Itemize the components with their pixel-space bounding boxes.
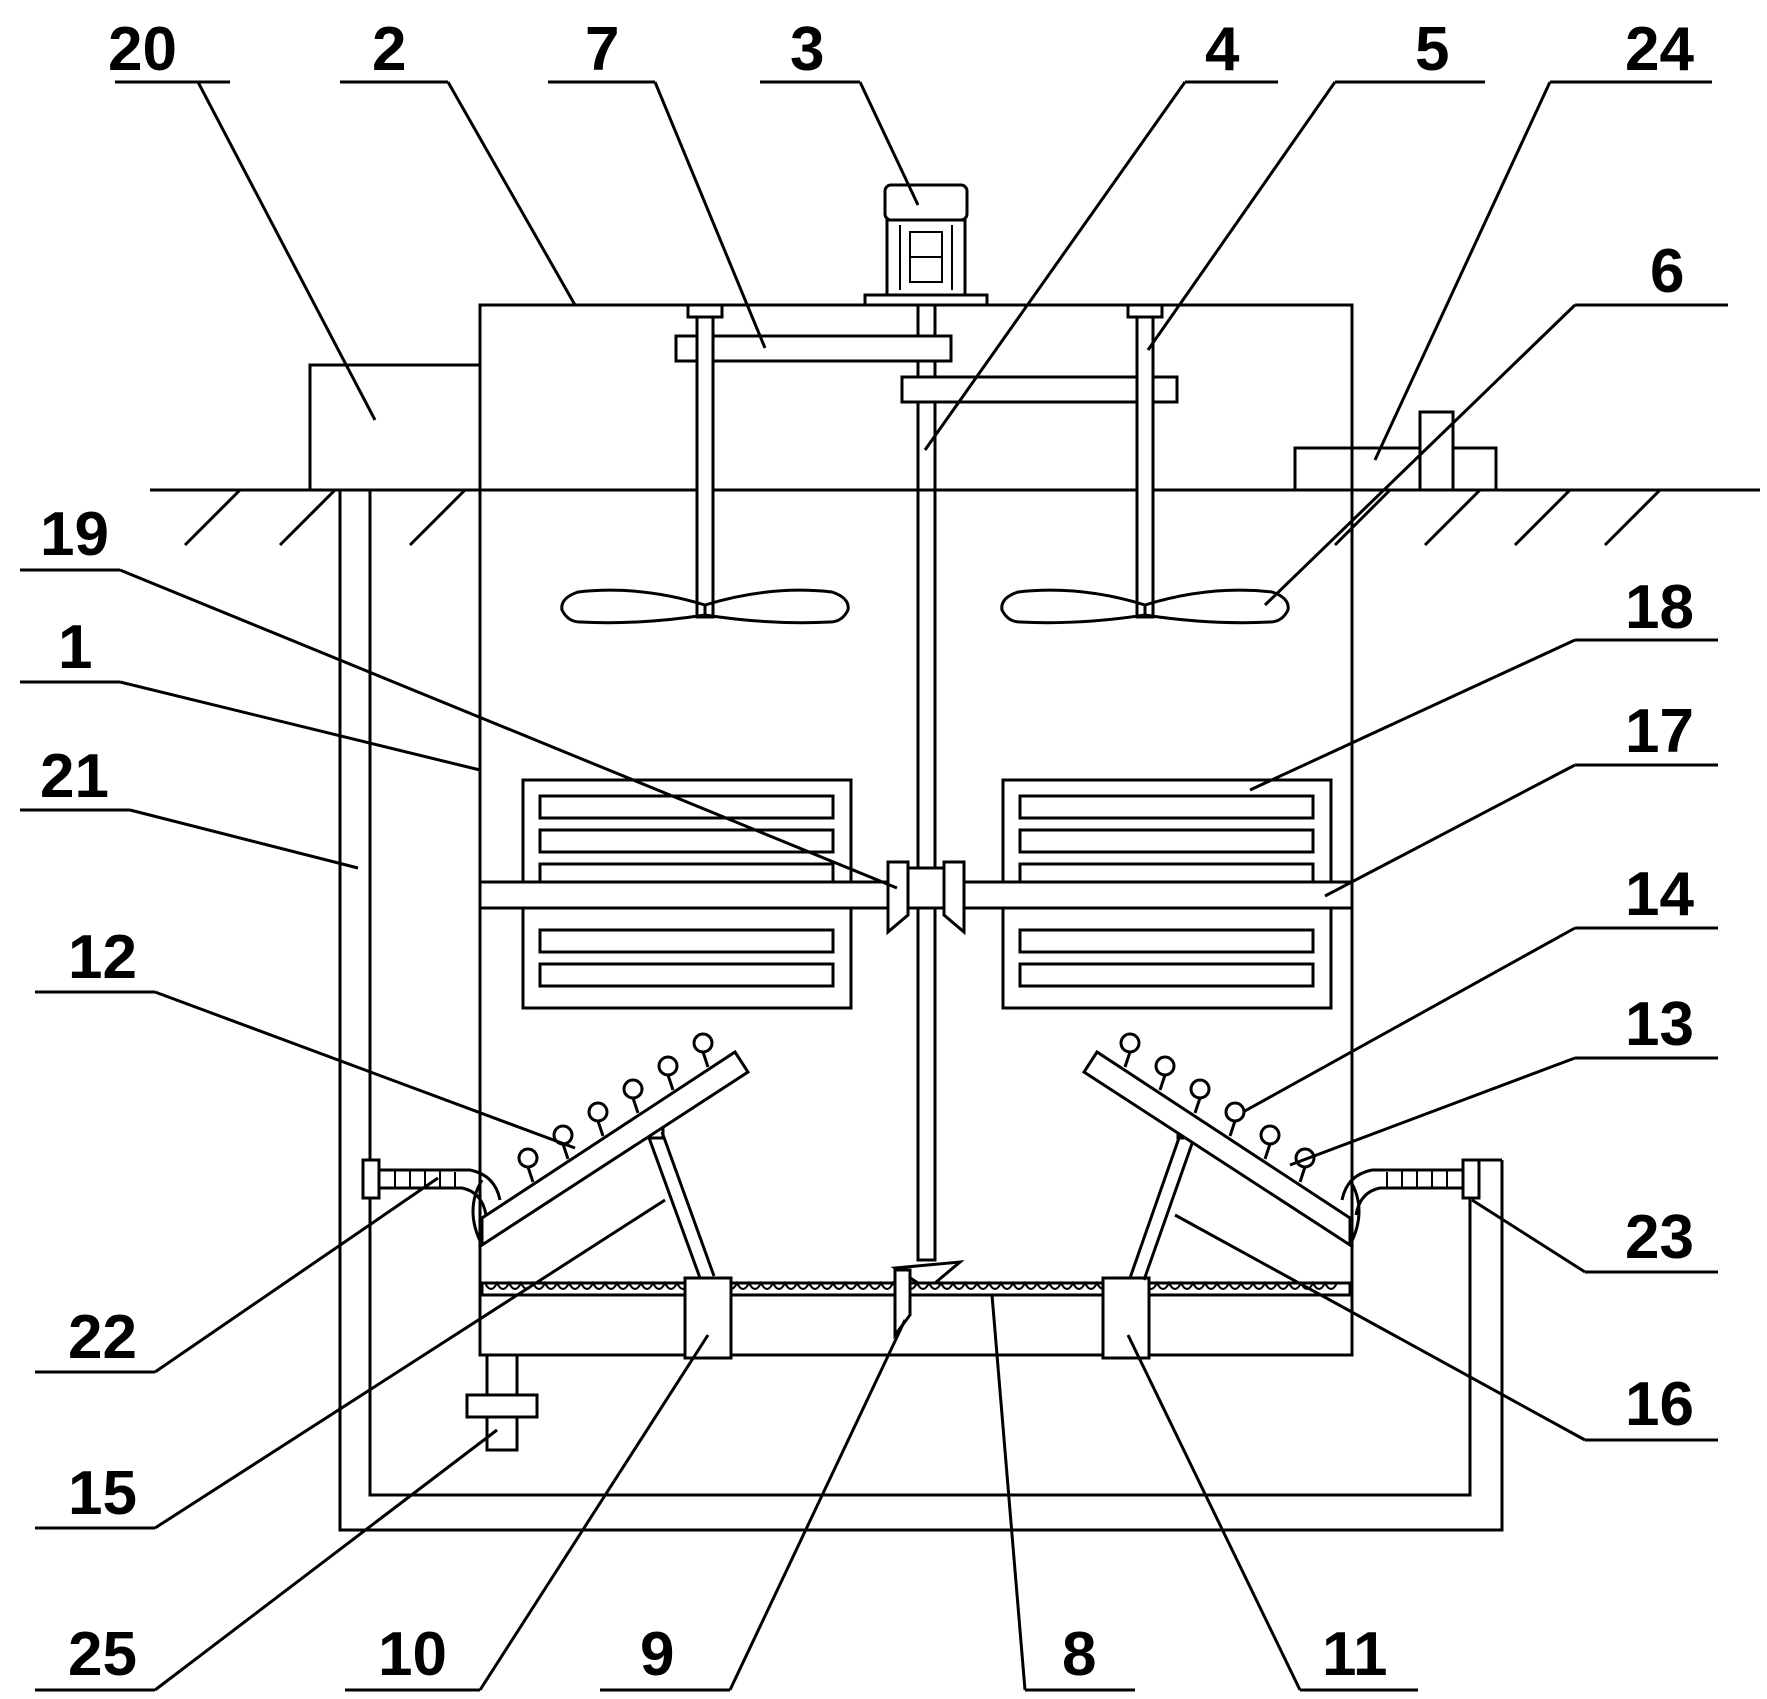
label-17: 17 bbox=[1625, 697, 1694, 766]
shaft-coupling bbox=[886, 860, 966, 936]
label-7: 7 bbox=[585, 15, 619, 84]
side-box-20 bbox=[308, 363, 482, 492]
label-5: 5 bbox=[1415, 15, 1449, 84]
label-8: 8 bbox=[1062, 1620, 1096, 1689]
left-nozzles bbox=[517, 1032, 714, 1183]
motor bbox=[863, 183, 989, 307]
return-pipe bbox=[338, 490, 1504, 1532]
bevel-gear bbox=[890, 1260, 965, 1340]
label-19: 19 bbox=[40, 500, 109, 569]
right-support-link bbox=[1128, 1126, 1196, 1281]
label-13: 13 bbox=[1625, 990, 1694, 1059]
label-16: 16 bbox=[1625, 1370, 1694, 1439]
leader-lines bbox=[20, 80, 1728, 1692]
screw-rod bbox=[480, 1280, 1352, 1297]
left-hose bbox=[361, 1158, 502, 1216]
label-24: 24 bbox=[1625, 15, 1694, 84]
right-spray-plate bbox=[1081, 1049, 1361, 1248]
lower-link-bar bbox=[900, 375, 1179, 404]
label-11: 11 bbox=[1322, 1620, 1388, 1689]
label-25: 25 bbox=[68, 1620, 137, 1689]
label-23: 23 bbox=[1625, 1203, 1694, 1272]
label-21: 21 bbox=[40, 742, 109, 811]
left-horizontal-rod bbox=[478, 880, 892, 910]
label-2: 2 bbox=[372, 15, 406, 84]
right-slider bbox=[1101, 1276, 1151, 1360]
label-14: 14 bbox=[1625, 860, 1694, 929]
ground bbox=[150, 488, 1760, 547]
outlet-valve bbox=[465, 1353, 539, 1452]
right-hose bbox=[1340, 1158, 1481, 1216]
upper-link-bar bbox=[674, 334, 953, 363]
label-4: 4 bbox=[1205, 15, 1240, 84]
label-6: 6 bbox=[1650, 237, 1684, 306]
label-20: 20 bbox=[108, 15, 177, 84]
left-spray-plate bbox=[471, 1049, 751, 1248]
side-box-24 bbox=[1293, 410, 1498, 492]
right-horizontal-rod bbox=[960, 880, 1354, 910]
right-auxiliary-shaft bbox=[1126, 303, 1164, 619]
right-nozzles bbox=[1119, 1032, 1316, 1183]
right-stirring-blade bbox=[1000, 588, 1290, 625]
label-9: 9 bbox=[640, 1620, 674, 1689]
label-1: 1 bbox=[58, 613, 92, 682]
label-3: 3 bbox=[790, 15, 824, 84]
part-labels: 20 2 7 3 4 5 24 6 18 17 14 13 23 16 19 1… bbox=[40, 15, 1694, 1689]
left-slider bbox=[683, 1276, 733, 1360]
label-22: 22 bbox=[68, 1303, 137, 1372]
label-10: 10 bbox=[378, 1620, 447, 1689]
left-stirring-blade bbox=[560, 588, 850, 625]
central-shaft bbox=[916, 303, 937, 1262]
label-18: 18 bbox=[1625, 573, 1694, 642]
left-auxiliary-shaft bbox=[686, 303, 724, 619]
label-12: 12 bbox=[68, 923, 137, 992]
left-support-link bbox=[645, 1126, 716, 1279]
label-15: 15 bbox=[68, 1459, 137, 1528]
